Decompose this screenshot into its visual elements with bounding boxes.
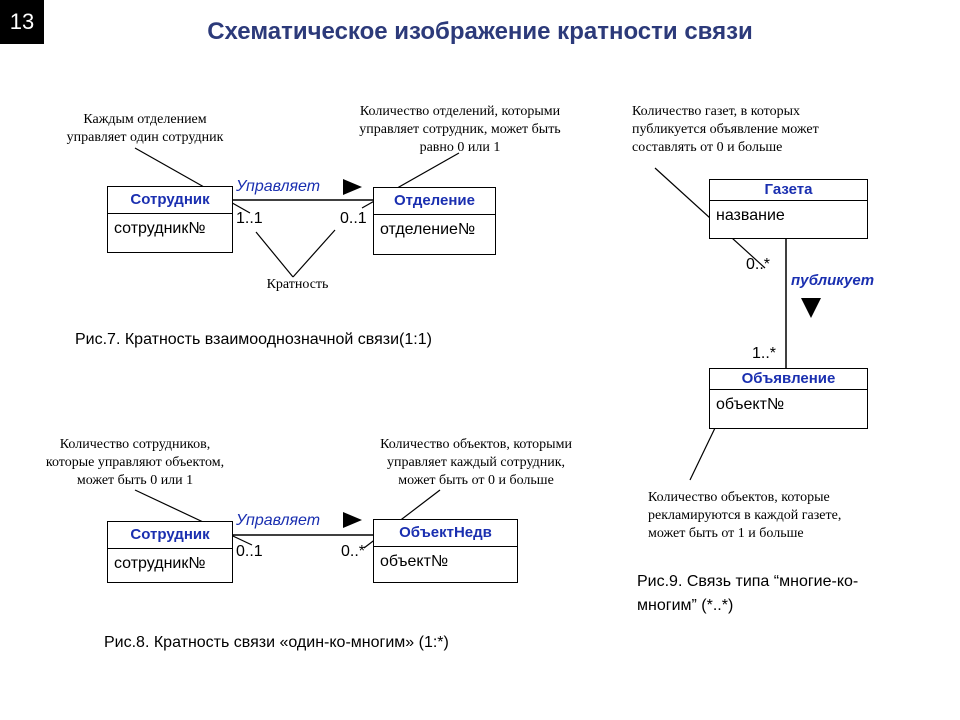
fig7-kratnost-pointer-right	[292, 229, 336, 278]
class-attribute: объект№	[716, 396, 785, 413]
note-line: Каждым отделением	[83, 112, 207, 127]
note-line: управляет сотрудник, может быть	[359, 122, 561, 137]
fig7-class-sotrudnik[interactable]: Сотрудник сотрудник№	[107, 186, 233, 253]
fig8-direction-arrow	[343, 512, 362, 528]
slide-number: 13	[0, 0, 44, 44]
note-line: рекламируются в каждой газете,	[648, 508, 842, 523]
class-name: ОбъектНедв	[374, 520, 517, 547]
class-name: Сотрудник	[108, 522, 232, 549]
class-name: Отделение	[374, 188, 495, 215]
fig9-class-gazeta[interactable]: Газета название	[709, 179, 868, 239]
note-line: Количество объектов, которыми	[380, 437, 572, 452]
fig9-class-obyavlenie[interactable]: Объявление объект№	[709, 368, 868, 429]
note-line: Количество объектов, которые	[648, 490, 830, 505]
fig8-right-multiplicity: 0..*	[341, 543, 366, 560]
fig9-note-bottom: Количество объектов, которые рекламируют…	[648, 489, 898, 543]
class-attribute: отделение№	[380, 221, 476, 238]
note-line: составлять от 0 и больше	[632, 140, 783, 155]
fig8-caption: Рис.8. Кратность связи «один-ко-многим» …	[104, 634, 449, 651]
fig7-class-otdelenie[interactable]: Отделение отделение№	[373, 187, 496, 255]
fig9-note-top: Количество газет, в которых публикуется …	[632, 103, 882, 157]
fig7-note-kratnost: Кратность	[266, 277, 329, 292]
class-name: Газета	[710, 180, 867, 201]
fig9-direction-arrow	[801, 298, 821, 318]
caption-line: Рис.9. Связь типа “многие-ко-	[637, 573, 859, 590]
note-line: публикуется объявление может	[632, 122, 819, 137]
slide-title: Схематическое изображение кратности связ…	[207, 18, 753, 45]
note-line: может быть от 0 и больше	[398, 473, 554, 488]
note-line: может быть от 1 и больше	[648, 526, 804, 541]
fig7-left-multiplicity: 1..1	[236, 210, 263, 227]
fig9-top-multiplicity: 0..*	[746, 256, 771, 273]
class-attribute: название	[716, 207, 785, 224]
class-attribute: сотрудник№	[114, 220, 206, 237]
fig7-direction-arrow	[343, 179, 362, 195]
fig7-note-left: Каждым отделением управляет один сотрудн…	[40, 111, 250, 147]
fig7-note-right: Количество отделений, которыми управляет…	[330, 103, 590, 157]
note-line: Количество газет, в которых	[632, 104, 801, 119]
note-line: управляет каждый сотрудник,	[386, 455, 566, 470]
note-line: которые управляют объектом,	[45, 455, 225, 470]
fig8-left-multiplicity: 0..1	[236, 543, 263, 560]
note-line: равно 0 или 1	[419, 140, 501, 155]
class-attribute: объект№	[380, 553, 449, 570]
fig9-bottom-multiplicity: 1..*	[752, 345, 777, 362]
caption-line: многим” (*..*)	[637, 597, 734, 614]
class-name: Объявление	[710, 369, 867, 390]
fig9-relation-label: публикует	[791, 272, 875, 289]
fig7-kratnost-pointer-left	[255, 231, 294, 278]
fig7-relation-label: Управляет	[236, 178, 321, 195]
fig8-note-left: Количество сотрудников, которые управляю…	[20, 436, 250, 490]
fig8-class-sotrudnik[interactable]: Сотрудник сотрудник№	[107, 521, 233, 583]
note-line: Количество отделений, которыми	[359, 104, 561, 119]
fig8-class-obektnedv[interactable]: ОбъектНедв объект№	[373, 519, 518, 583]
note-line: управляет один сотрудник	[66, 130, 224, 145]
class-attribute: сотрудник№	[114, 555, 206, 572]
note-line: может быть 0 или 1	[76, 473, 194, 488]
note-line: Количество сотрудников,	[59, 437, 211, 452]
fig7-right-multiplicity: 0..1	[340, 210, 367, 227]
fig8-relation-label: Управляет	[236, 512, 321, 529]
class-name: Сотрудник	[108, 187, 232, 214]
fig8-note-right: Количество объектов, которыми управляет …	[345, 436, 607, 490]
fig9-caption: Рис.9. Связь типа “многие-ко- многим” (*…	[637, 570, 858, 618]
fig7-caption: Рис.7. Кратность взаимооднозначной связи…	[75, 331, 432, 348]
